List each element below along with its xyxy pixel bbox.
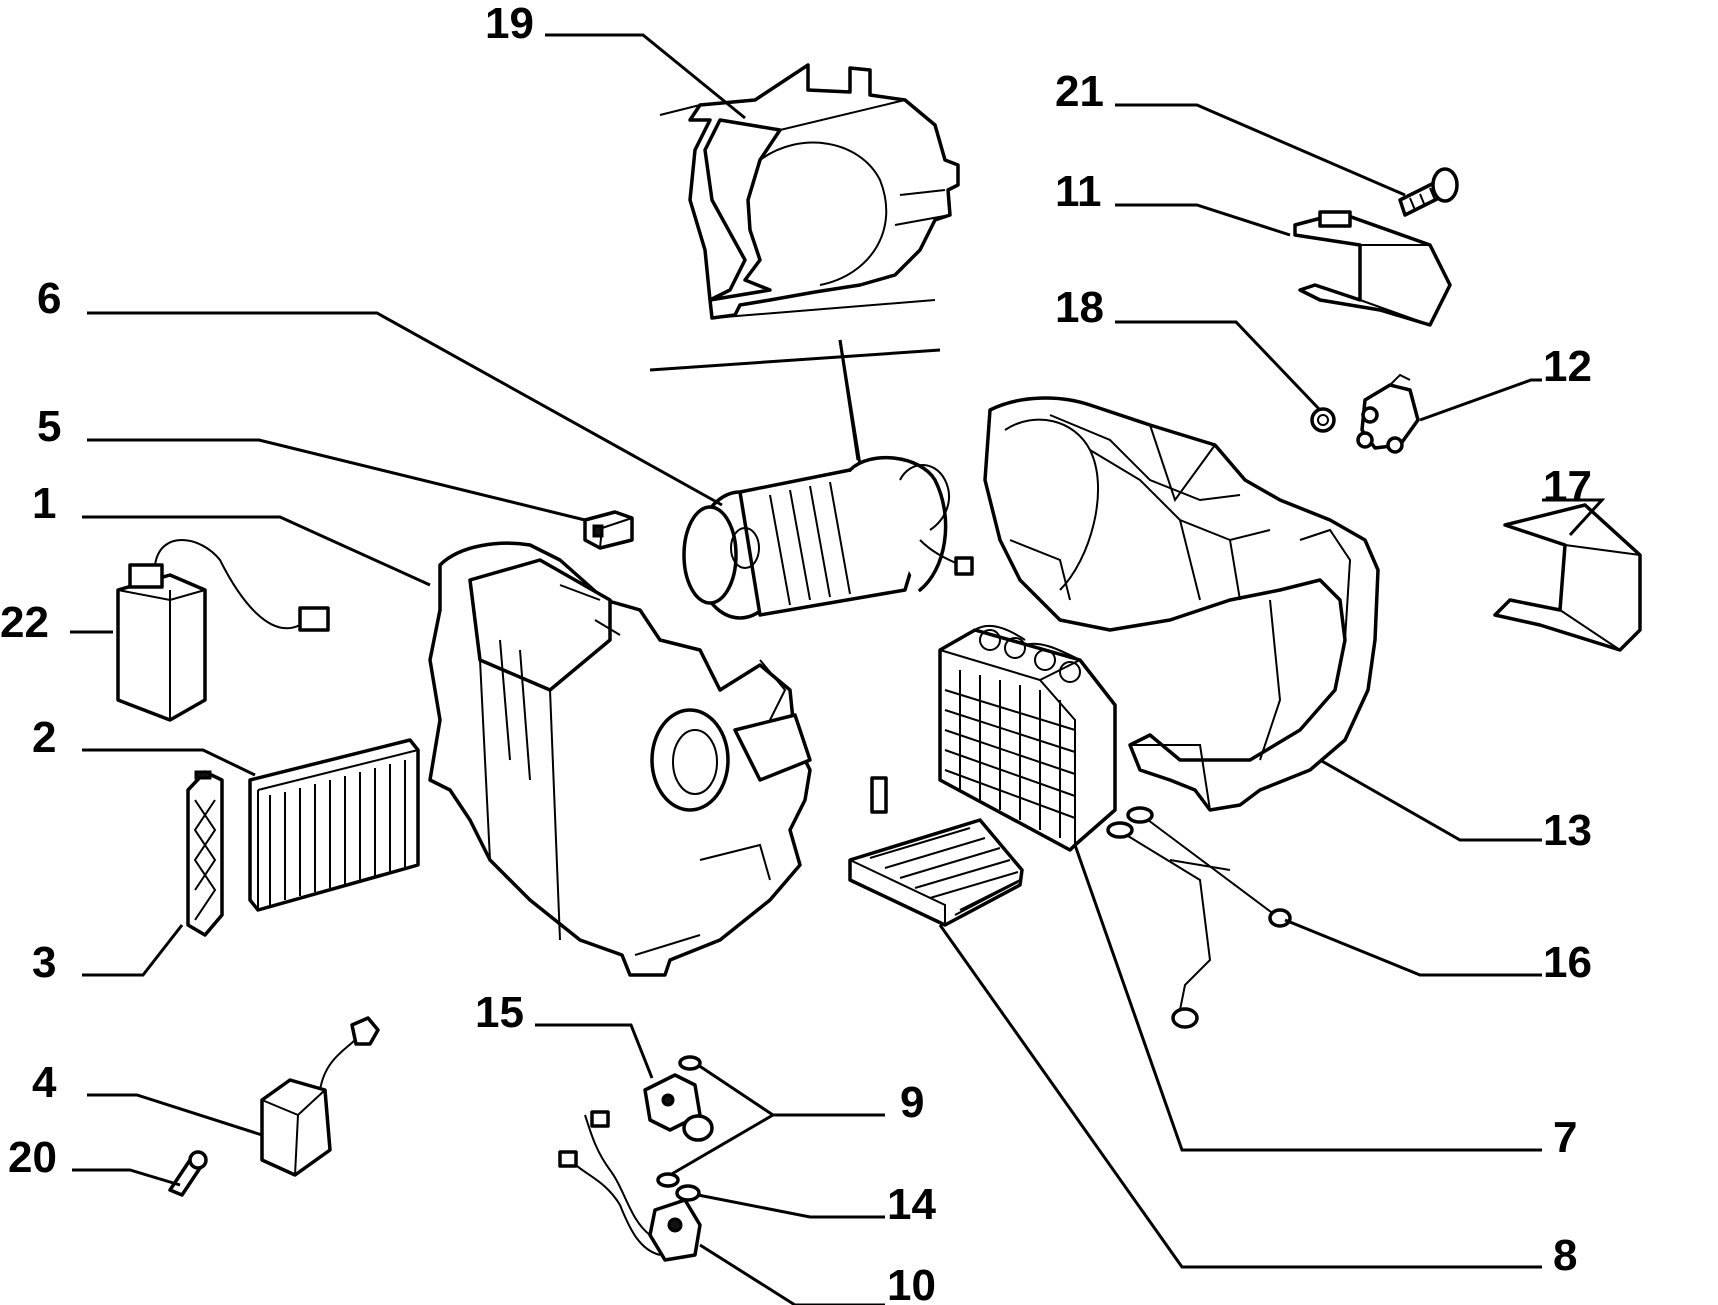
callout-18: 18 <box>1055 283 1104 332</box>
part-3-filter-cover <box>186 770 224 937</box>
part-19-fan-housing <box>659 63 960 320</box>
part-13-distribution-housing <box>983 396 1380 812</box>
part-10-pipe-sensor <box>558 1110 702 1262</box>
part-14-o-ring <box>675 1184 701 1202</box>
callout-14: 14 <box>887 1180 936 1229</box>
callout-19: 19 <box>485 0 534 48</box>
callout-12: 12 <box>1543 342 1592 391</box>
callout-21: 21 <box>1055 67 1104 116</box>
part-12-bracket <box>1356 373 1420 454</box>
callout-22: 22 <box>0 598 49 647</box>
callout-2: 2 <box>32 713 56 762</box>
part-7-evaporator <box>938 624 1117 852</box>
part-21-screw <box>1398 167 1459 217</box>
part-4-actuator <box>260 1016 380 1177</box>
callout-numbers: 19 21 11 6 18 12 5 1 17 22 2 13 3 16 15 … <box>0 0 1592 1305</box>
callout-11: 11 <box>1055 167 1102 216</box>
callout-7: 7 <box>1553 1113 1577 1162</box>
callout-4: 4 <box>32 1058 57 1107</box>
callout-15: 15 <box>475 988 524 1037</box>
part-9-o-rings <box>656 1055 702 1188</box>
callout-16: 16 <box>1543 938 1592 987</box>
part-6-blower-motor <box>682 456 974 620</box>
callout-17: 17 <box>1543 462 1592 511</box>
callout-3: 3 <box>32 938 56 987</box>
callout-10: 10 <box>887 1261 936 1305</box>
part-8-heater-core <box>848 776 1024 927</box>
part-2-air-filter <box>248 738 420 912</box>
callout-5: 5 <box>37 402 61 451</box>
callout-8: 8 <box>1553 1231 1577 1280</box>
part-17-cover-plate <box>1493 503 1642 652</box>
part-16-pipe-assembly <box>1106 806 1292 1029</box>
part-1-heater-housing <box>428 541 812 977</box>
callout-13: 13 <box>1543 806 1592 855</box>
callout-9: 9 <box>900 1078 924 1127</box>
part-15-expansion-valve <box>643 1073 714 1142</box>
callout-6: 6 <box>37 274 61 323</box>
part-20-pin <box>168 1150 208 1197</box>
callout-1: 1 <box>32 479 56 528</box>
part-5-switch-block <box>583 510 634 550</box>
leader-lines <box>70 33 1606 1305</box>
assembly-guide-lines <box>649 339 941 466</box>
part-11-cover-plate <box>1293 210 1452 327</box>
part-22-control-module <box>116 539 330 722</box>
callout-20: 20 <box>8 1133 57 1182</box>
part-18-washer <box>1310 407 1336 433</box>
